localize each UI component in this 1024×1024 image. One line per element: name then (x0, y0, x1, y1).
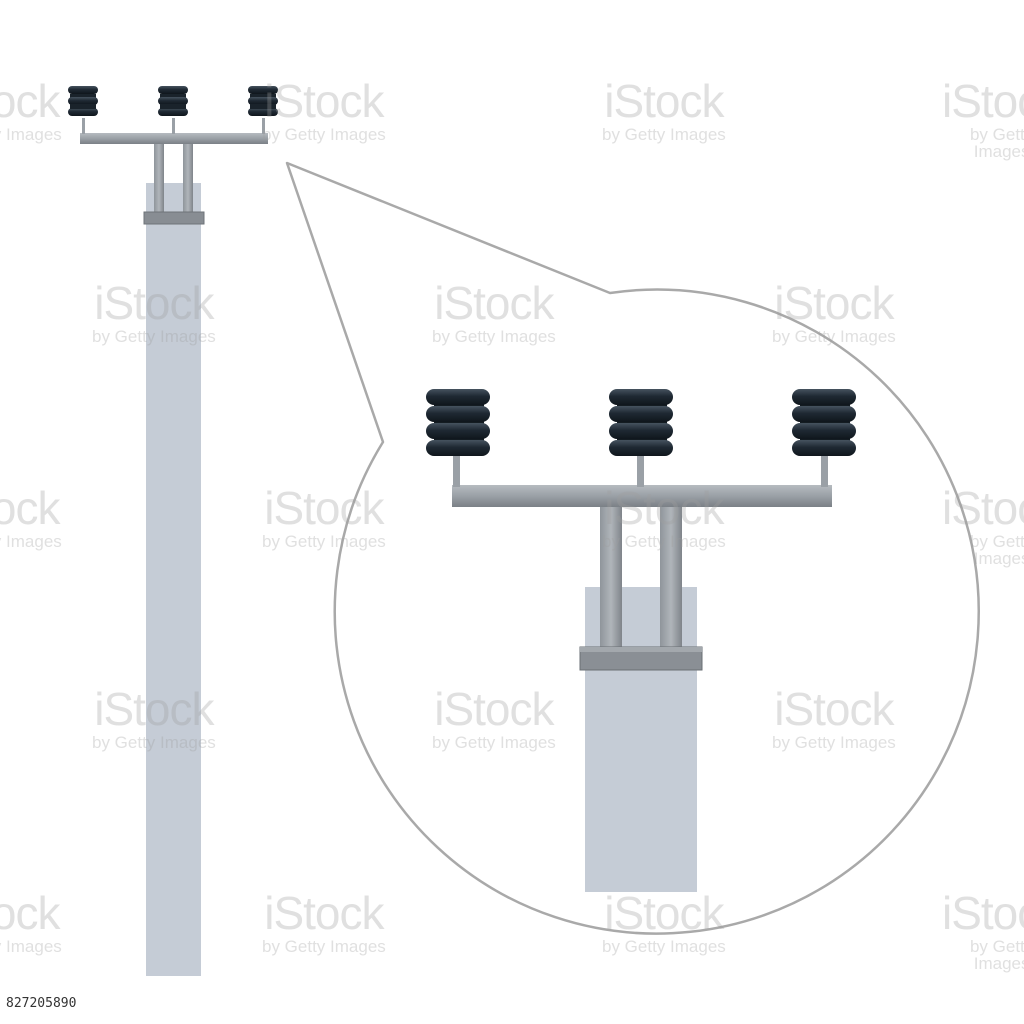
insulator-large (609, 389, 673, 456)
pole-body (146, 183, 201, 976)
insulator-pin-zoom (637, 455, 644, 487)
insulator-large (792, 389, 856, 456)
insulator-pin (262, 118, 265, 134)
clamp-band (143, 211, 205, 225)
insulator-small (158, 86, 188, 116)
insulator-pin-zoom (821, 455, 828, 487)
bracket-left-zoom (600, 505, 622, 652)
crossarm (80, 133, 268, 144)
magnify-callout-outline (285, 161, 980, 935)
pole-detail-zoom (426, 389, 856, 892)
bracket-left (154, 143, 164, 213)
insulator-small (68, 86, 98, 116)
insulator-small (248, 86, 278, 116)
bracket-right-zoom (660, 505, 682, 652)
crossarm-zoom (452, 485, 832, 507)
bracket-right (183, 143, 193, 213)
stock-image-id: 827205890 (0, 994, 83, 1014)
insulator-large (426, 389, 490, 456)
insulator-pin (172, 118, 175, 134)
insulator-pin (82, 118, 85, 134)
pole-full (68, 86, 278, 976)
insulator-pin-zoom (453, 455, 460, 487)
